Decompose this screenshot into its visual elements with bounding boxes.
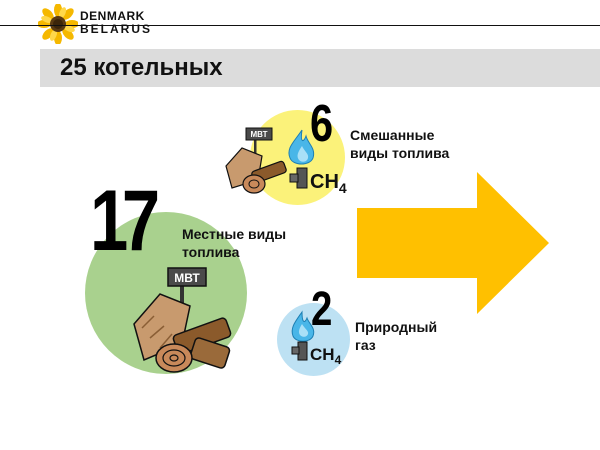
- natural-gas-circle: [277, 303, 350, 376]
- mixed-fuel-label: Смешанные виды топлива: [350, 126, 449, 162]
- local-fuel-label-line2: топлива: [182, 244, 240, 260]
- mixed-fuel-gas-subscript: 4: [339, 180, 347, 196]
- header-divider: [0, 25, 600, 26]
- natural-gas-subscript: 4: [335, 353, 342, 367]
- mixed-fuel-icon: МВТ CH4: [224, 126, 364, 198]
- svg-text:CH4: CH4: [310, 345, 342, 367]
- natural-gas-label-line2: газ: [355, 337, 376, 353]
- mixed-fuel-count: 6: [310, 95, 334, 153]
- sunflower-icon: [37, 3, 79, 45]
- right-arrow-icon: [355, 170, 551, 316]
- logo-line-denmark: DENMARK: [80, 9, 145, 23]
- local-fuel-count: 17: [90, 173, 160, 269]
- local-fuel-label-line1: Местные виды: [182, 226, 287, 242]
- natural-gas-formula: CH: [310, 345, 335, 364]
- slide-title: 25 котельных: [60, 54, 223, 81]
- local-fuel-label: Местные виды топлива: [182, 225, 286, 261]
- natural-gas-label: Природный газ: [355, 318, 437, 354]
- natural-gas-icon: CH4: [286, 310, 356, 370]
- mixed-fuel-label-line2: виды топлива: [350, 145, 450, 161]
- mixed-fuel-label-line1: Смешанные: [350, 127, 435, 143]
- logo-text: DENMARK BELARUS: [80, 10, 152, 36]
- firewood-mvt-icon: МВТ: [130, 264, 242, 376]
- svg-text:CH4: CH4: [310, 171, 347, 196]
- natural-gas-label-line1: Природный: [355, 319, 438, 335]
- local-fuel-sign-text: МВТ: [174, 271, 200, 285]
- logo: [37, 3, 79, 45]
- mixed-fuel-gas-formula: CH: [310, 171, 339, 193]
- natural-gas-count: 2: [311, 283, 333, 336]
- mixed-fuel-sign-text: МВТ: [250, 130, 267, 139]
- title-bar: [40, 49, 600, 87]
